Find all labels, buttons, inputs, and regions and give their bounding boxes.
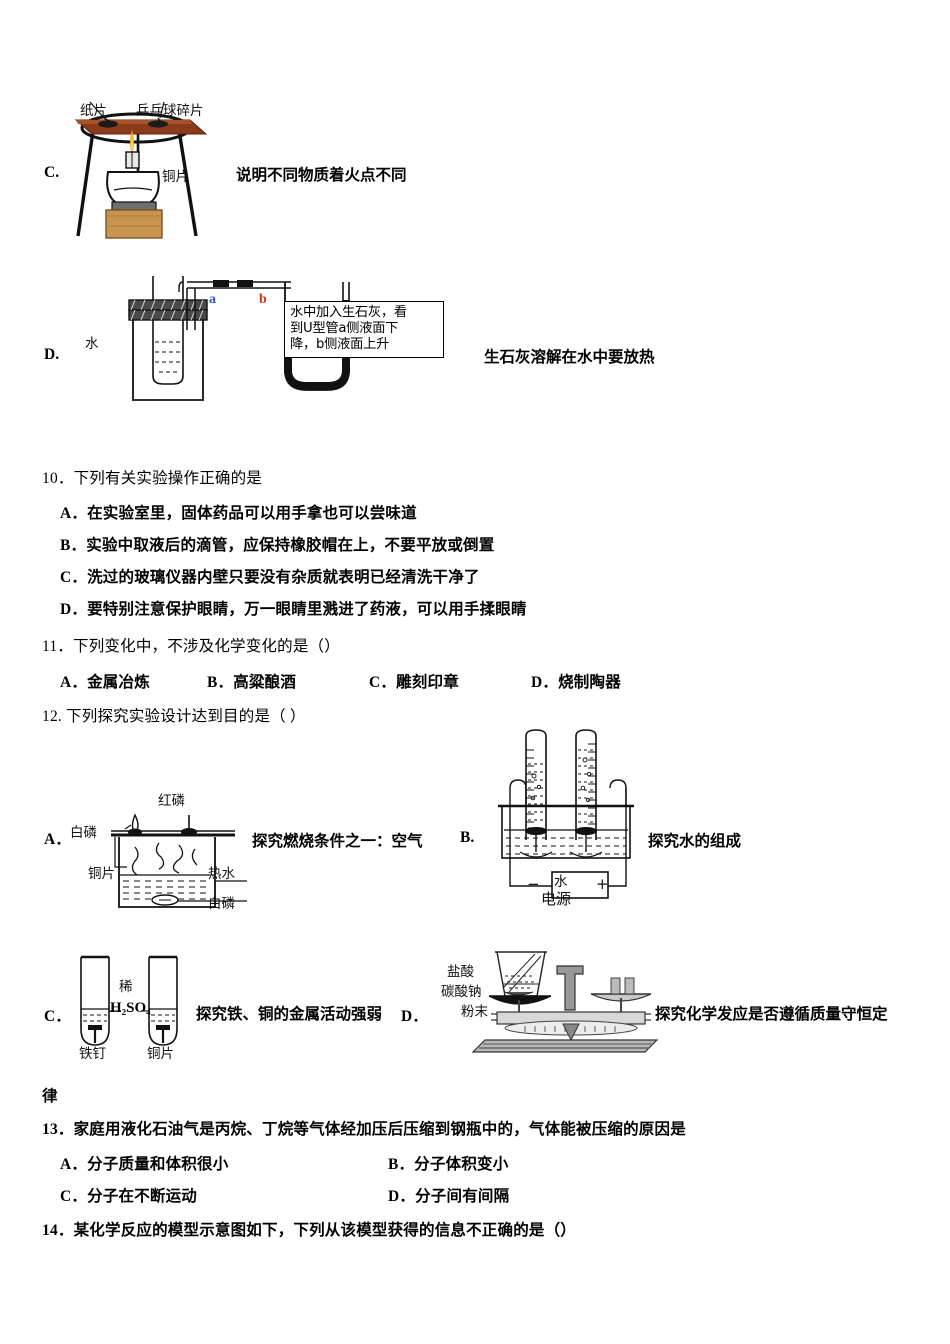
label-paper: 纸片: [80, 103, 107, 119]
q12-option-letter-a: A．: [44, 831, 71, 848]
note-line-3: 降，b侧液面上升: [290, 337, 390, 353]
figure-test-tubes-iron-copper: [75, 955, 210, 1060]
label-iron-nail: 铁钉: [79, 1046, 106, 1062]
label-powder: 粉末: [461, 1004, 488, 1020]
description-q12-option-c: 探究铁、铜的金属活动强弱: [196, 1006, 383, 1023]
description-option-d: 生石灰溶解在水中要放热: [484, 349, 655, 366]
label-white-phosphorus-top: 白磷: [70, 825, 97, 841]
question-10-option-c: C．洗过的玻璃仪器内壁只要没有杂质就表明已经清洗干净了: [60, 569, 480, 586]
question-13-option-b: B．分子体积变小: [388, 1156, 509, 1173]
description-q12-option-b: 探究水的组成: [648, 833, 742, 850]
label-sulfuric-acid: H₂SO₄: [110, 1000, 151, 1016]
question-11-stem: 11．下列变化中，不涉及化学变化的是（）: [42, 638, 340, 655]
option-letter-c: C.: [44, 164, 60, 181]
label-hydrochloric-acid: 盐酸: [447, 964, 474, 980]
question-11-option-b: B．高粱酿酒: [207, 674, 297, 691]
label-sodium-carbonate: 碳酸钠: [441, 984, 482, 1000]
figure-flask-u-tube: [95, 272, 485, 412]
question-10-option-d: D．要特别注意保护眼睛，万一眼睛里溅进了药液，可以用手揉眼睛: [60, 601, 527, 618]
description-q12-option-d: 探究化学发应是否遵循质量守恒定: [655, 1006, 888, 1023]
option-letter-d: D.: [44, 346, 60, 363]
question-11-option-c: C．雕刻印章: [369, 674, 459, 691]
question-13-option-c: C．分子在不断运动: [60, 1188, 197, 1205]
label-positive-terminal: +: [596, 875, 609, 893]
description-q12-option-d-wrap: 律: [42, 1088, 58, 1105]
note-line-1: 水中加入生石灰，看: [290, 305, 407, 320]
label-power-supply: 电源: [541, 890, 572, 908]
figure-combustion-condition-beaker: [75, 785, 305, 915]
label-water-d: 水: [85, 336, 99, 352]
question-10-option-a: A．在实验室里，固体药品可以用手拿也可以尝味道: [60, 505, 417, 522]
label-u-tube-b: b: [259, 292, 267, 307]
figure-alcohol-lamp-copper-sheet: [60, 96, 260, 241]
question-14-stem: 14．某化学反应的模型示意图如下，下列从该模型获得的信息不正确的是（）: [42, 1222, 577, 1239]
label-water-electrolysis: 水: [554, 874, 568, 890]
question-11-option-d: D．烧制陶器: [531, 674, 621, 691]
question-12-stem: 12. 下列探究实验设计达到目的是（ ）: [42, 708, 306, 725]
label-u-tube-a: a: [209, 292, 216, 307]
label-dilute: 稀: [119, 979, 133, 995]
question-13-option-a: A．分子质量和体积很小: [60, 1156, 229, 1173]
question-10-option-b: B．实验中取液后的滴管，应保持橡胶帽在上，不要平放或倒置: [60, 537, 495, 554]
note-box-quicklime: 水中加入生石灰，看 到U型管a侧液面下 降，b侧液面上升: [284, 301, 444, 359]
question-11-option-a: A．金属冶炼: [60, 674, 150, 691]
label-copper-sheet-12c: 铜片: [147, 1046, 174, 1062]
description-option-c: 说明不同物质着火点不同: [236, 167, 407, 184]
question-13-option-d: D．分子间有间隔: [388, 1188, 510, 1205]
label-negative-terminal: −: [527, 875, 540, 893]
figure-water-electrolysis: [490, 729, 680, 915]
q12-option-letter-b: B.: [460, 829, 475, 846]
q12-option-letter-d: D．: [401, 1008, 428, 1025]
label-copper-sheet-12a: 铜片: [88, 866, 115, 882]
question-10-stem: 10．下列有关实验操作正确的是: [42, 470, 263, 487]
label-copper-sheet-c: 铜片: [162, 169, 189, 185]
note-line-2: 到U型管a侧液面下: [290, 321, 399, 337]
label-red-phosphorus: 红磷: [158, 793, 185, 809]
question-13-stem: 13．家庭用液化石油气是丙烷、丁烷等气体经加压后压缩到钢瓶中的，气体能被压缩的原…: [42, 1121, 686, 1138]
figure-balance-mass-conservation: [445, 948, 660, 1053]
description-q12-option-a: 探究燃烧条件之一：空气: [252, 833, 423, 850]
q12-option-letter-c: C．: [44, 1008, 71, 1025]
